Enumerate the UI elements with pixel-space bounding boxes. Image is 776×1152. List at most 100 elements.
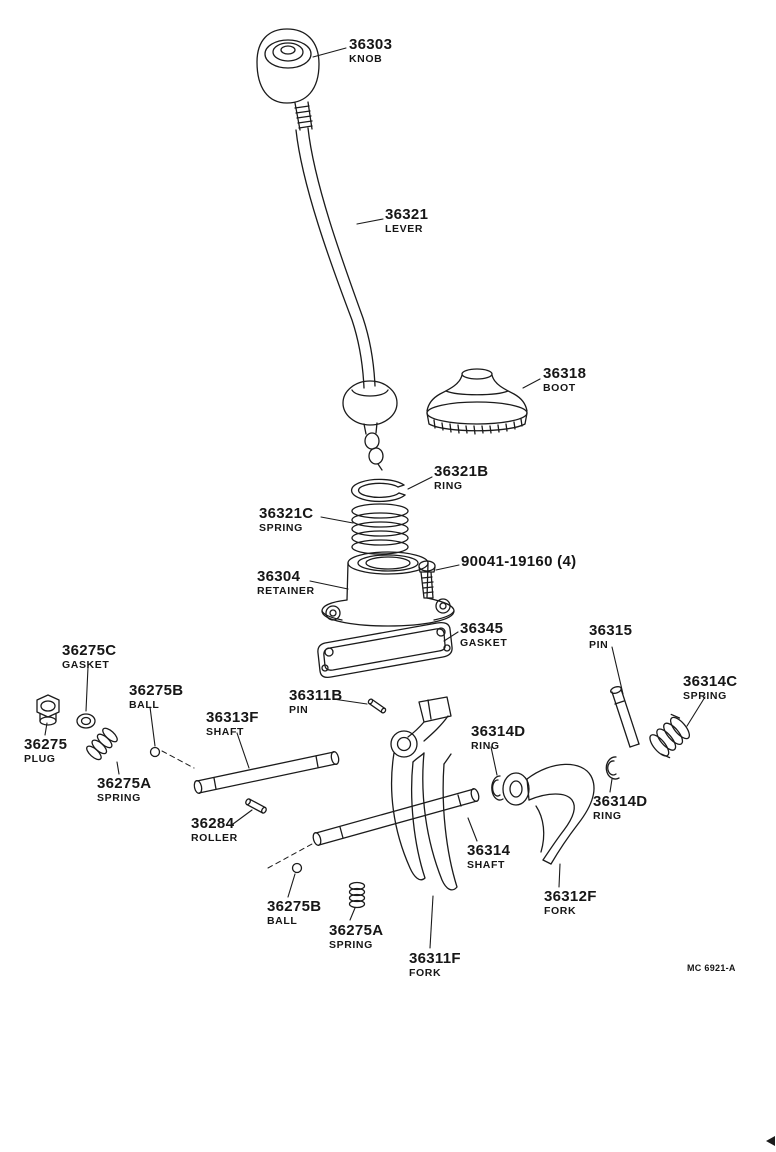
- gasket-36275c-drawing: [76, 713, 96, 729]
- part-number: 36345: [460, 620, 504, 637]
- part-desc: GASKET: [62, 659, 110, 671]
- spring-36321c-drawing: [351, 503, 409, 555]
- part-desc: LEVER: [385, 223, 424, 235]
- part-number: 36314: [467, 842, 511, 859]
- leader-lines: [44, 47, 706, 949]
- part-desc: GASKET: [460, 637, 508, 649]
- part-number: 36311F: [409, 950, 461, 967]
- part-desc: FORK: [409, 967, 442, 979]
- ball-36275b1-drawing: [149, 746, 161, 758]
- part-number: 36284: [191, 815, 235, 832]
- part-number: 36321: [385, 206, 429, 223]
- part-number: 36318: [543, 365, 587, 382]
- part-desc: PIN: [589, 639, 609, 651]
- pin-36315-drawing: [610, 686, 640, 748]
- part-number: 36313F: [206, 709, 259, 726]
- boot-drawing: [426, 368, 528, 435]
- part-number: 36303: [349, 36, 393, 53]
- corner-mark: [766, 1136, 775, 1146]
- fork-36312f-drawing: [502, 763, 595, 865]
- ring-36314d1-drawing: [491, 775, 504, 801]
- part-desc: SHAFT: [467, 859, 505, 871]
- part-number: 36321B: [434, 463, 489, 480]
- part-desc: ROLLER: [191, 832, 238, 844]
- part-desc: SHAFT: [206, 726, 244, 738]
- gasket-36345-drawing: [317, 621, 453, 679]
- part-number: 36275B: [267, 898, 322, 915]
- part-desc: SPRING: [259, 522, 303, 534]
- part-number: 36312F: [544, 888, 597, 905]
- part-desc: RING: [593, 810, 622, 822]
- part-number: 90041-19160 (4): [461, 553, 577, 570]
- part-number: 36275C: [62, 642, 117, 659]
- pin-36311b-drawing: [367, 698, 387, 714]
- ball-36275b2-drawing: [291, 862, 303, 874]
- part-number: 36321C: [259, 505, 314, 522]
- part-desc: RING: [471, 740, 500, 752]
- spring-36275a2-drawing: [348, 881, 366, 909]
- shaft-36314-drawing: [312, 788, 480, 846]
- plug-drawing: [36, 694, 60, 726]
- part-desc: PIN: [289, 704, 309, 716]
- part-number: 36314C: [683, 673, 738, 690]
- spring-36314c-drawing: [649, 713, 691, 759]
- part-number: 36275A: [329, 922, 384, 939]
- bolt-drawing: [418, 560, 436, 599]
- retainer-drawing: [321, 551, 455, 627]
- part-number: 36314D: [471, 723, 526, 740]
- drawing-code: MC 6921-A: [687, 963, 736, 973]
- part-desc: RING: [434, 480, 463, 492]
- part-desc: BOOT: [543, 382, 576, 394]
- ring-36314d2-drawing: [605, 756, 620, 780]
- fork-36311f-drawing: [390, 696, 458, 891]
- shaft-36313f-drawing: [193, 750, 340, 795]
- knob-drawing: [256, 28, 320, 131]
- roller-drawing: [245, 798, 267, 814]
- label-90041-19160-bolt: 90041-19160 (4): [461, 554, 576, 570]
- part-desc: KNOB: [349, 53, 383, 65]
- lever-ball-drawing: [342, 380, 398, 471]
- part-desc: BALL: [267, 915, 298, 927]
- part-number: 36304: [257, 568, 301, 585]
- centerline-dashed: [161, 750, 313, 869]
- part-number: 36311B: [289, 687, 343, 704]
- ring-36321b-drawing: [350, 478, 406, 503]
- part-desc: SPRING: [97, 792, 141, 804]
- part-number: 36315: [589, 622, 633, 639]
- lever-drawing: [295, 127, 376, 389]
- spring-36275a1-drawing: [86, 727, 118, 761]
- part-number: 36275: [24, 736, 68, 753]
- part-desc: FORK: [544, 905, 577, 917]
- part-desc: RETAINER: [257, 585, 315, 597]
- part-number: 36314D: [593, 793, 648, 810]
- part-desc: PLUG: [24, 753, 56, 765]
- part-desc: SPRING: [683, 690, 727, 702]
- part-number: 36275B: [129, 682, 184, 699]
- part-number: 36275A: [97, 775, 152, 792]
